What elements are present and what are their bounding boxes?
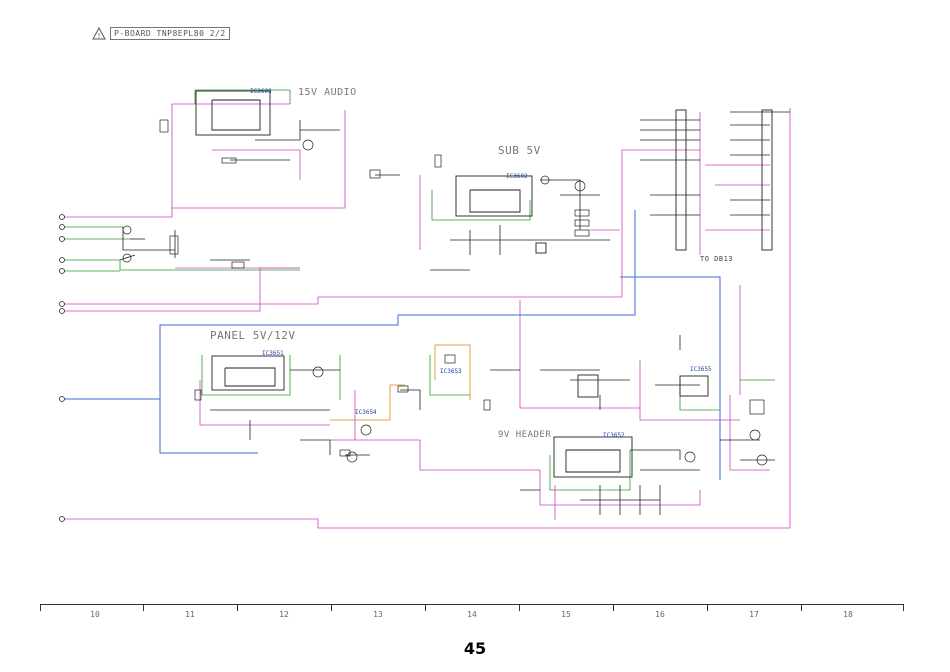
section-15v-audio: 15V AUDIO — [298, 87, 357, 98]
ground-nets — [330, 344, 471, 421]
ruler-col-15: 15 — [561, 610, 571, 619]
board-label: P-BOARD TNP8EPL80 2/2 — [110, 27, 230, 40]
page-number: 45 — [463, 639, 487, 658]
ic-label: IC3654 — [355, 409, 377, 416]
schematic-drawing — [59, 89, 791, 529]
power-nets — [65, 89, 775, 491]
ic-label: IC3652 — [603, 432, 625, 439]
ic-label: IC3603 — [250, 88, 272, 95]
ruler-col-14: 14 — [467, 610, 477, 619]
bus-nets — [65, 210, 721, 480]
warning-triangle-icon: ! — [92, 27, 106, 40]
ruler-col-12: 12 — [279, 610, 289, 619]
to-db13-label: TO DB13 — [700, 255, 734, 263]
section-9v-header: 9V HEADER — [498, 430, 552, 440]
section-panel: PANEL 5V/12V — [210, 329, 296, 342]
ruler-col-11: 11 — [185, 610, 195, 619]
board-header: ! P-BOARD TNP8EPL80 2/2 — [92, 27, 230, 40]
ic-label: IC3602 — [506, 173, 528, 180]
ic-bodies — [195, 90, 773, 478]
ruler-col-18: 18 — [843, 610, 853, 619]
section-sub-5v: SUB 5V — [498, 144, 541, 157]
ruler-col-10: 10 — [90, 610, 100, 619]
terminals — [59, 214, 65, 522]
ruler-col-13: 13 — [373, 610, 383, 619]
ruler-col-16: 16 — [655, 610, 665, 619]
svg-text:!: ! — [98, 32, 101, 40]
ic-label: IC3655 — [690, 366, 712, 373]
ruler-col-17: 17 — [749, 610, 759, 619]
signal-nets — [65, 103, 791, 529]
components — [122, 119, 768, 466]
wiring — [119, 111, 790, 515]
grid-ruler: 10 11 12 13 14 15 16 17 18 — [40, 604, 904, 624]
ic-label: IC3653 — [440, 368, 462, 375]
ic-label: IC3651 — [262, 350, 284, 357]
